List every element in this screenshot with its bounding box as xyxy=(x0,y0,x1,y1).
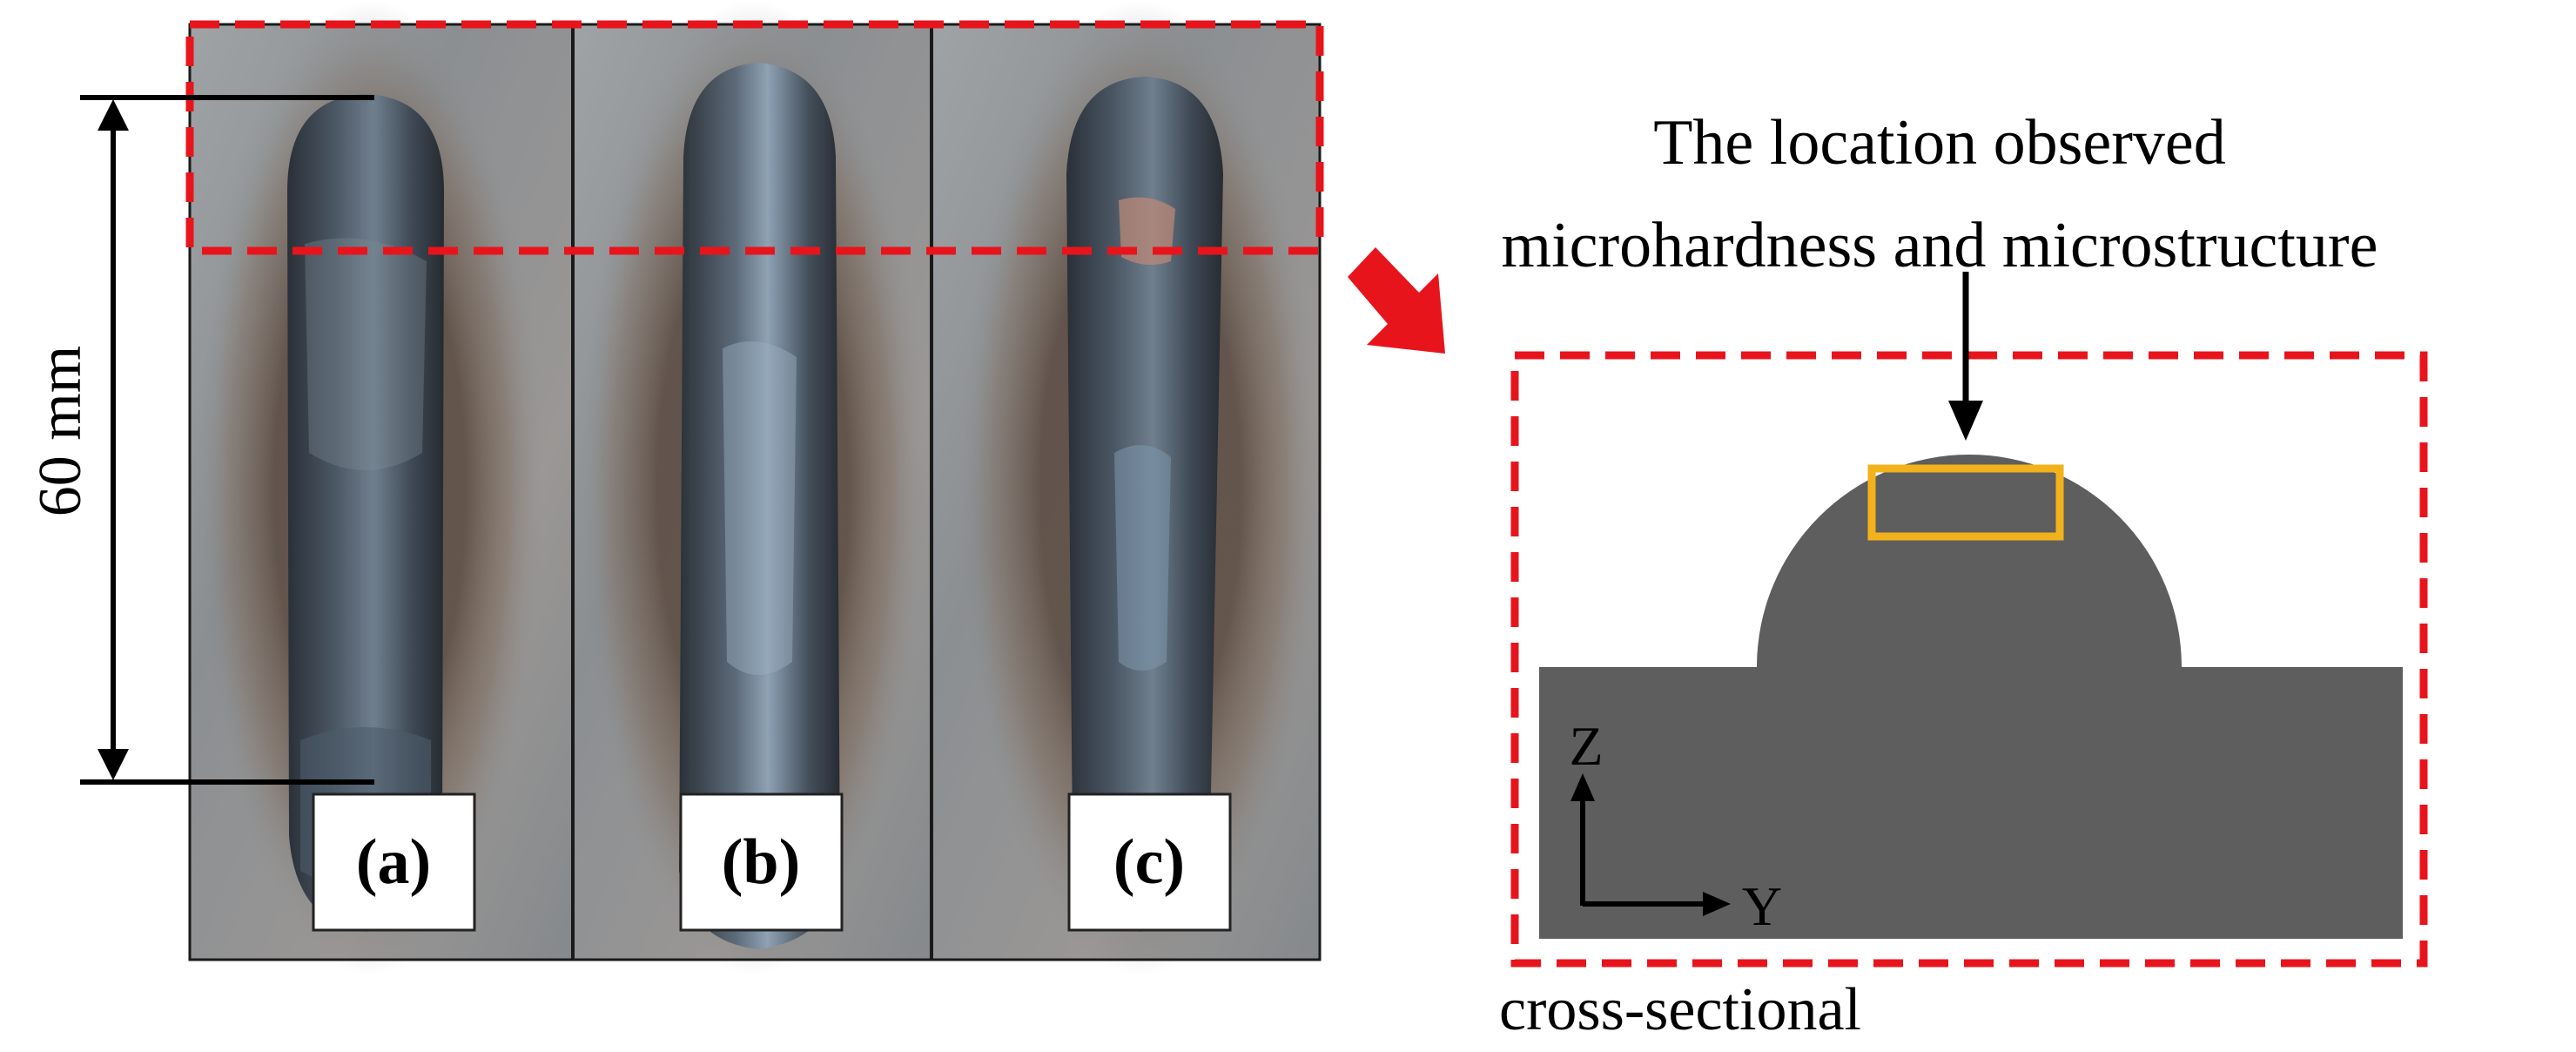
panel-c-photo xyxy=(932,0,1323,975)
y-axis-arrow-icon xyxy=(1703,892,1731,916)
cross-section-diagram: Z Y xyxy=(1510,272,2428,968)
dimension-arrow-down-icon xyxy=(98,749,129,780)
annotation-line-1: The location observed xyxy=(1653,107,2226,179)
cross-section-frame xyxy=(1510,351,2428,968)
pointer-arrow-icon xyxy=(1348,247,1445,354)
observation-box xyxy=(1867,464,2064,541)
dimension-label: 60 mm xyxy=(27,346,94,516)
z-axis-arrow-icon xyxy=(1570,773,1595,801)
panel-label-b: (b) xyxy=(679,792,844,932)
cross-section-caption: cross-sectional xyxy=(1499,976,1861,1043)
highlight-region-box xyxy=(185,20,1324,255)
dimension-indicator: 60 mm xyxy=(27,95,374,785)
svg-text:(c): (c) xyxy=(1113,826,1185,898)
panel-label-c: (c) xyxy=(1067,792,1232,932)
cross-section-shape xyxy=(1539,455,2403,939)
panel-a-photo xyxy=(190,0,573,975)
svg-text:(a): (a) xyxy=(356,826,431,898)
panel-label-a: (a) xyxy=(312,792,476,932)
panel-b-photo xyxy=(573,0,930,975)
weld-photo-composite: (a) (b) (c) xyxy=(185,0,1324,975)
y-axis-label: Y xyxy=(1742,875,1782,937)
svg-text:(b): (b) xyxy=(722,826,800,898)
z-axis-label: Z xyxy=(1569,715,1603,777)
observation-arrow-down-icon xyxy=(1948,401,1983,441)
dimension-arrow-up-icon xyxy=(98,99,129,131)
annotation-line-2: microhardness and microstructure xyxy=(1502,210,2378,281)
